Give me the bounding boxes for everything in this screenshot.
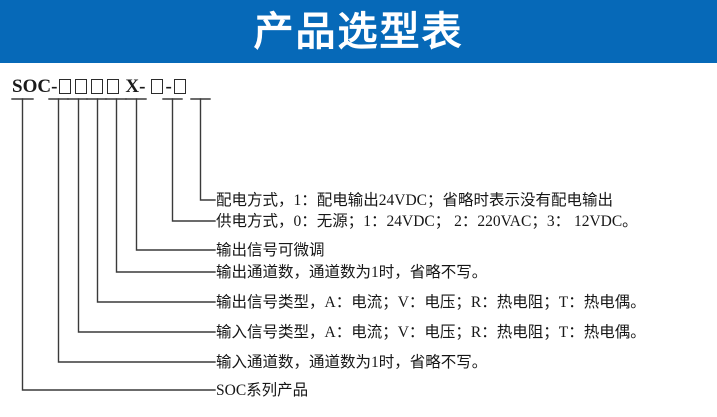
- leader-output-trim: [135, 98, 216, 251]
- leader-output-channels: [115, 98, 216, 273]
- model-code-separator: -: [165, 75, 172, 97]
- code-placeholder-box-3: [91, 78, 104, 94]
- header-banner: 产品选型表: [0, 0, 717, 63]
- leader-line-diagram: [11, 98, 216, 391]
- code-placeholder-box-1: [59, 78, 72, 94]
- model-code-prefix: SOC-: [12, 75, 58, 97]
- leader-power-supply: [171, 98, 216, 222]
- code-placeholder-box-2: [75, 78, 88, 94]
- code-placeholder-box-5: [151, 78, 164, 94]
- leader-input-signal-type: [77, 98, 216, 333]
- leader-series: [21, 98, 216, 391]
- page-title: 产品选型表: [253, 9, 464, 54]
- code-placeholder-box-4: [107, 78, 120, 94]
- model-code-row: SOC- X- -: [12, 74, 188, 98]
- code-placeholder-box-6: [173, 78, 186, 94]
- leader-input-channels: [57, 98, 216, 363]
- leader-power-distribution: [199, 98, 216, 201]
- leader-output-signal-type: [96, 98, 216, 303]
- model-code-letter-x: X-: [125, 75, 146, 97]
